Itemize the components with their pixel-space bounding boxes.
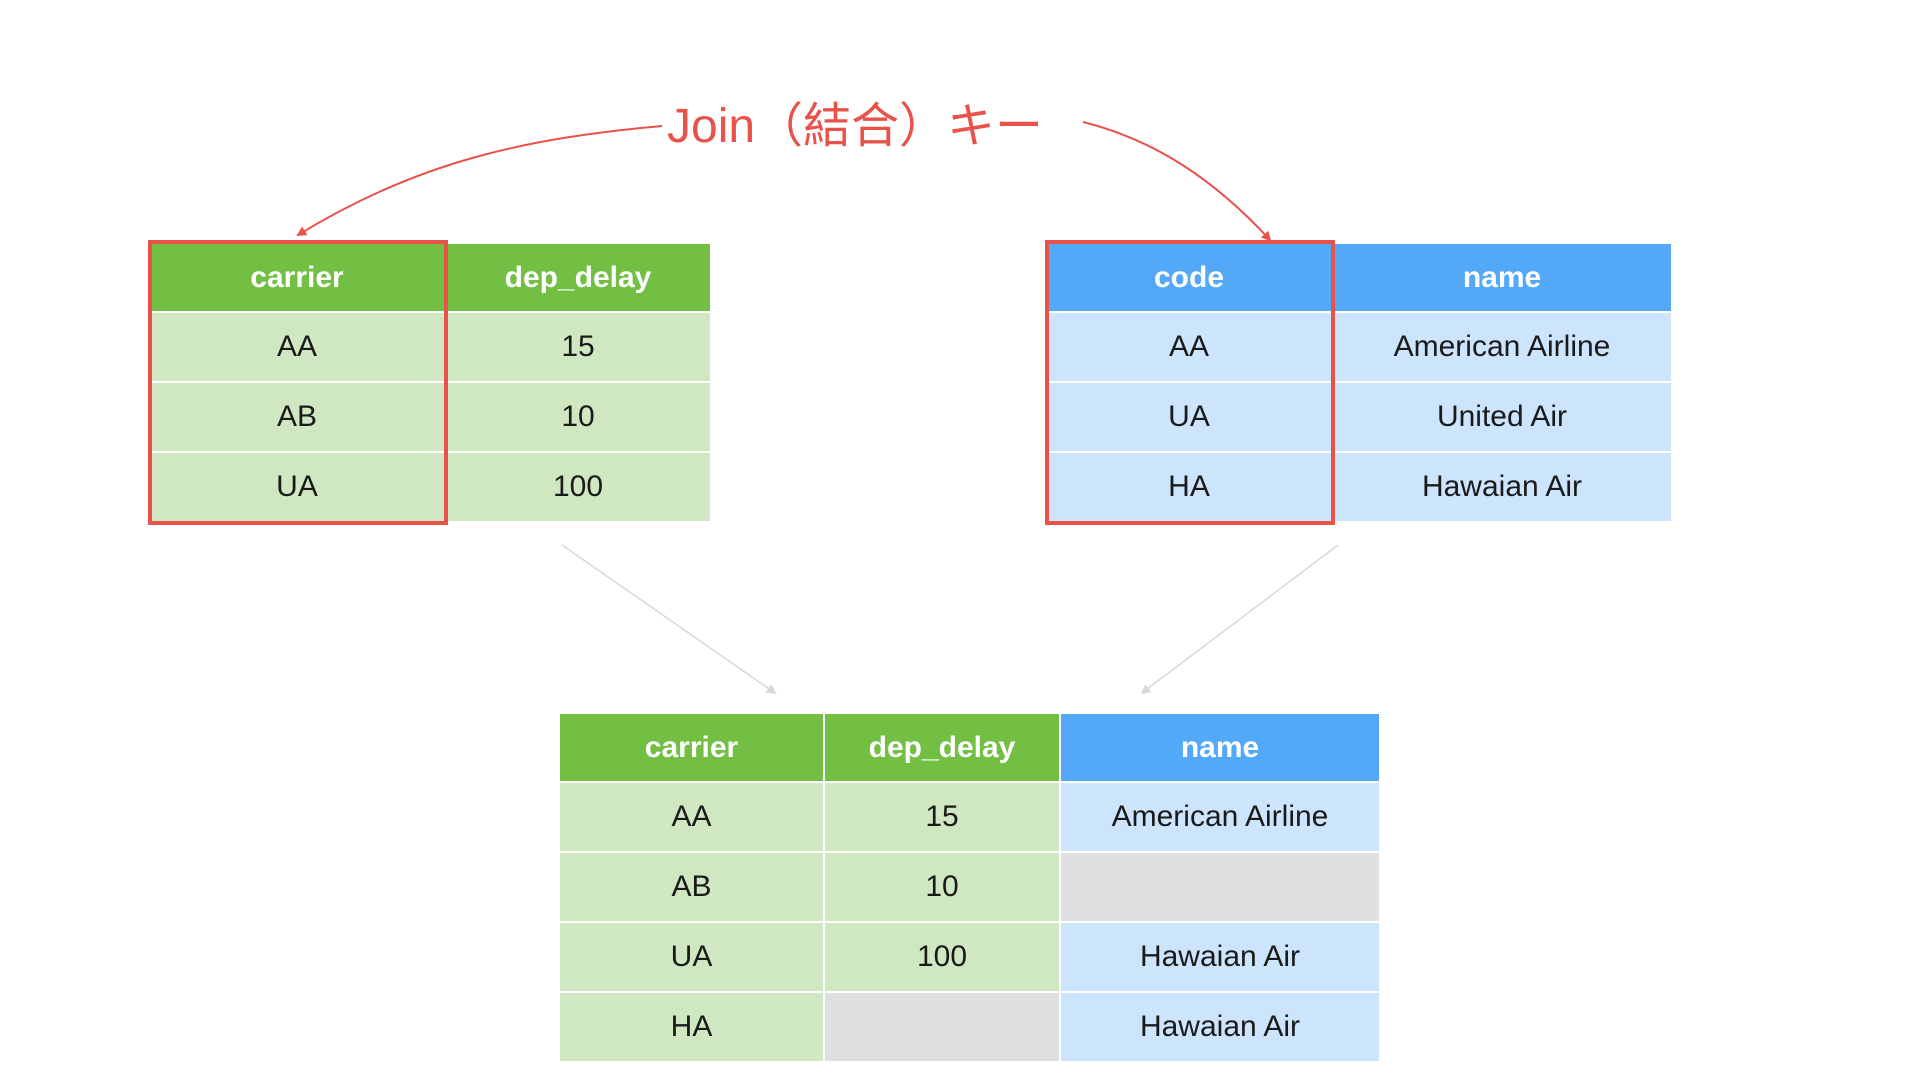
join-key-title: Join（結合）キー — [667, 100, 1044, 153]
key-arrow-right — [1082, 121, 1272, 242]
right-table: code name AA American Airline UA United … — [1047, 244, 1671, 521]
result-cell: AB — [560, 853, 823, 921]
right-cell: AA — [1047, 313, 1331, 381]
result-cell: UA — [560, 923, 823, 991]
result-cell: Hawaian Air — [1061, 923, 1379, 991]
left-table: carrier dep_delay AA 15 AB 10 UA 100 — [150, 244, 710, 521]
left-cell: UA — [150, 453, 444, 521]
right-header-name: name — [1333, 244, 1671, 311]
left-cell: 100 — [446, 453, 710, 521]
left-header-dep-delay: dep_delay — [446, 244, 710, 311]
right-cell: Hawaian Air — [1333, 453, 1671, 521]
left-key-highlight — [148, 240, 448, 525]
left-cell: 15 — [446, 313, 710, 381]
merge-arrow-right — [1140, 544, 1339, 695]
result-cell: 10 — [825, 853, 1059, 921]
result-header-carrier: carrier — [560, 714, 823, 781]
result-header-dep-delay: dep_delay — [825, 714, 1059, 781]
right-cell: UA — [1047, 383, 1331, 451]
left-cell: AB — [150, 383, 444, 451]
result-table: carrier dep_delay name AA 15 American Ai… — [560, 714, 1379, 1061]
right-cell: United Air — [1333, 383, 1671, 451]
result-cell: HA — [560, 993, 823, 1061]
key-arrow-left — [296, 125, 663, 237]
left-cell: AA — [150, 313, 444, 381]
result-cell-empty — [825, 993, 1059, 1061]
result-cell: American Airline — [1061, 783, 1379, 851]
right-header-code: code — [1047, 244, 1331, 311]
left-cell: 10 — [446, 383, 710, 451]
merge-arrow-left — [561, 544, 777, 695]
result-cell: AA — [560, 783, 823, 851]
result-cell: 15 — [825, 783, 1059, 851]
result-cell: 100 — [825, 923, 1059, 991]
right-cell: HA — [1047, 453, 1331, 521]
result-header-name: name — [1061, 714, 1379, 781]
left-header-carrier: carrier — [150, 244, 444, 311]
right-cell: American Airline — [1333, 313, 1671, 381]
right-key-highlight — [1045, 240, 1335, 525]
result-cell: Hawaian Air — [1061, 993, 1379, 1061]
result-cell-empty — [1061, 853, 1379, 921]
